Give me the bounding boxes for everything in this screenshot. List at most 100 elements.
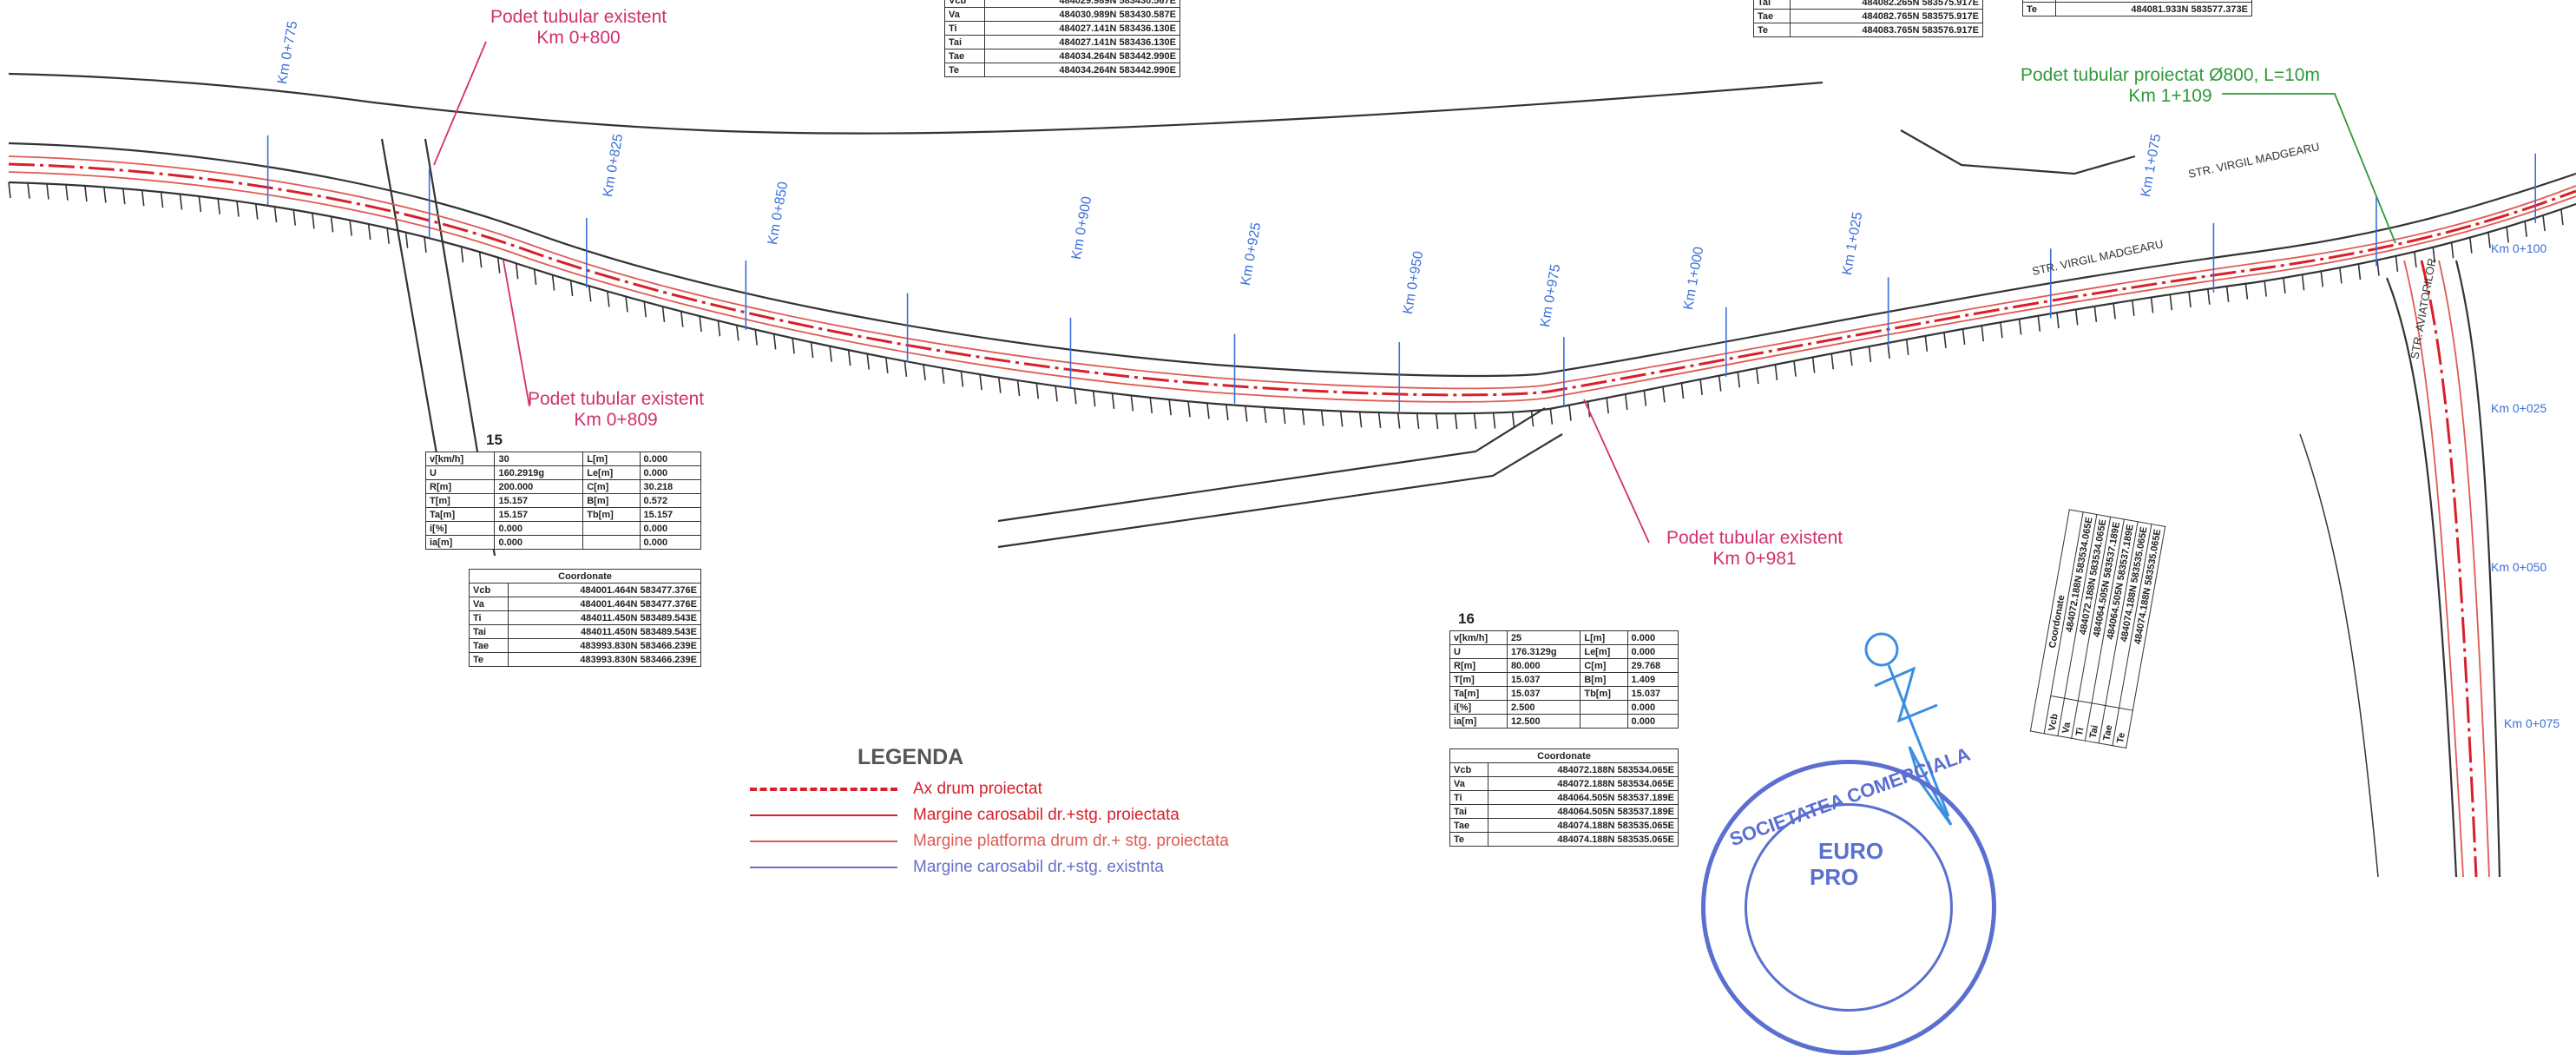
culvert-label-0981: Podet tubular existent Km 0+981 <box>1666 528 1843 570</box>
existing-road-edges <box>8 72 2576 877</box>
table-cell: 484011.450N 583489.543E <box>508 610 701 625</box>
legend-swatch <box>750 814 897 816</box>
slope-tick <box>2018 319 2022 335</box>
slope-tick <box>330 216 334 233</box>
legend-label: Margine platforma drum dr.+ stg. proiect… <box>913 832 1229 850</box>
slope-tick <box>1435 413 1439 430</box>
slope-tick <box>2000 322 2003 339</box>
slope-tick <box>1624 393 1628 411</box>
slope-tick <box>680 311 684 327</box>
slope-tick <box>1981 325 1985 342</box>
slope-tick <box>404 232 409 248</box>
table-header: Coordonate <box>1449 748 1679 763</box>
table-cell: B[m] <box>1580 672 1628 687</box>
slope-tick <box>1245 406 1248 422</box>
slope-tick <box>292 209 297 226</box>
slope-tick <box>1320 410 1324 426</box>
slope-tick <box>1473 412 1477 430</box>
table-cell: v[km/h] <box>1449 630 1508 645</box>
slope-tick <box>2093 306 2098 322</box>
table-cell: 484001.464N 583477.376E <box>508 597 701 611</box>
slope-tick <box>1358 412 1363 428</box>
table-cell: 0.000 <box>639 465 702 480</box>
slope-tick <box>625 296 628 313</box>
table-cell: 484064.505N 583537.189E <box>1488 790 1679 805</box>
stamp-text-bottom: PRO <box>1810 864 1859 890</box>
table-cell: 29.768 <box>1626 658 1679 673</box>
slope-tick <box>772 333 777 350</box>
slope-tick <box>46 183 49 200</box>
slope-tick <box>1756 367 1759 385</box>
table-cell: Tai <box>468 624 509 639</box>
chainage-label: Km 0+025 <box>2491 401 2547 415</box>
slope-tick <box>792 338 795 354</box>
slope-tick <box>84 185 88 202</box>
legend-swatch <box>750 867 897 868</box>
table-cell: R[m] <box>1449 658 1508 673</box>
table-cell: Tae <box>1753 9 1791 23</box>
table-cell: Te <box>1449 832 1489 847</box>
slope-tick <box>2395 255 2399 272</box>
slope-tick <box>2188 291 2192 308</box>
culvert-km: Km 1+109 <box>2128 86 2212 107</box>
table-cell: 484027.141N 583436.130E <box>983 21 1181 36</box>
table-cell: Tae <box>1449 818 1489 833</box>
road-axis-branch <box>2420 260 2478 877</box>
table-cell: ia[m] <box>424 535 496 550</box>
slope-tick <box>2150 297 2154 313</box>
slope-tick <box>941 367 945 384</box>
chainage-label: Km 0+075 <box>2504 716 2560 730</box>
table-cell: 0.000 <box>1626 714 1679 729</box>
table-cell: L[m] <box>1580 630 1628 645</box>
slope-tick <box>1301 409 1305 425</box>
table-header-row: Coordonate <box>1449 748 1679 763</box>
table-cell: 15.037 <box>1506 672 1581 687</box>
culvert-label-1109: Podet tubular proiectat Ø800, L=10m Km 1… <box>2021 65 2320 107</box>
table-cell: Vcb <box>944 0 985 8</box>
slope-tick <box>1774 364 1778 380</box>
slope-tick <box>885 357 889 373</box>
slope-tick <box>103 187 107 203</box>
slope-tick <box>661 306 666 323</box>
slope-tick <box>643 301 647 318</box>
table-cell: 1.409 <box>1626 672 1679 687</box>
slope-tick <box>179 194 183 210</box>
table-cell: C[m] <box>1580 658 1628 673</box>
slope-tick <box>551 274 555 291</box>
table-cell: 30.218 <box>639 479 702 494</box>
table-cell: 484074.188N 583535.065E <box>1488 832 1679 847</box>
table-cell: Tb[m] <box>1580 686 1628 701</box>
slope-tick <box>754 329 759 346</box>
table-cell <box>1580 714 1628 729</box>
slope-tick <box>2037 315 2041 332</box>
slope-tick <box>217 198 220 214</box>
table-cell: Vcb <box>468 583 509 597</box>
slope-tick <box>1339 411 1344 427</box>
legend-label: Ax drum proiectat <box>913 780 1042 798</box>
slope-tick <box>2264 280 2267 297</box>
slope-tick <box>998 377 1002 393</box>
slope-tick <box>1377 412 1382 429</box>
table-cell: 484074.188N 583535.065E <box>1488 818 1679 833</box>
slope-tick <box>1830 353 1835 370</box>
table-cell: 176.3129g <box>1506 644 1581 659</box>
table-cell: 200.000 <box>494 479 584 494</box>
slope-tick <box>1055 386 1058 402</box>
table-cell: 484027.141N 583436.130E <box>983 35 1181 49</box>
slope-tick <box>904 360 908 377</box>
chainage-label: Km 0+050 <box>2491 560 2547 574</box>
slope-tick <box>1074 388 1077 405</box>
table-cell: 0.000 <box>639 521 702 536</box>
table-cell: Te <box>2022 2 2056 16</box>
legend-item: Margine carosabil dr.+stg. proiectata <box>750 806 1180 825</box>
